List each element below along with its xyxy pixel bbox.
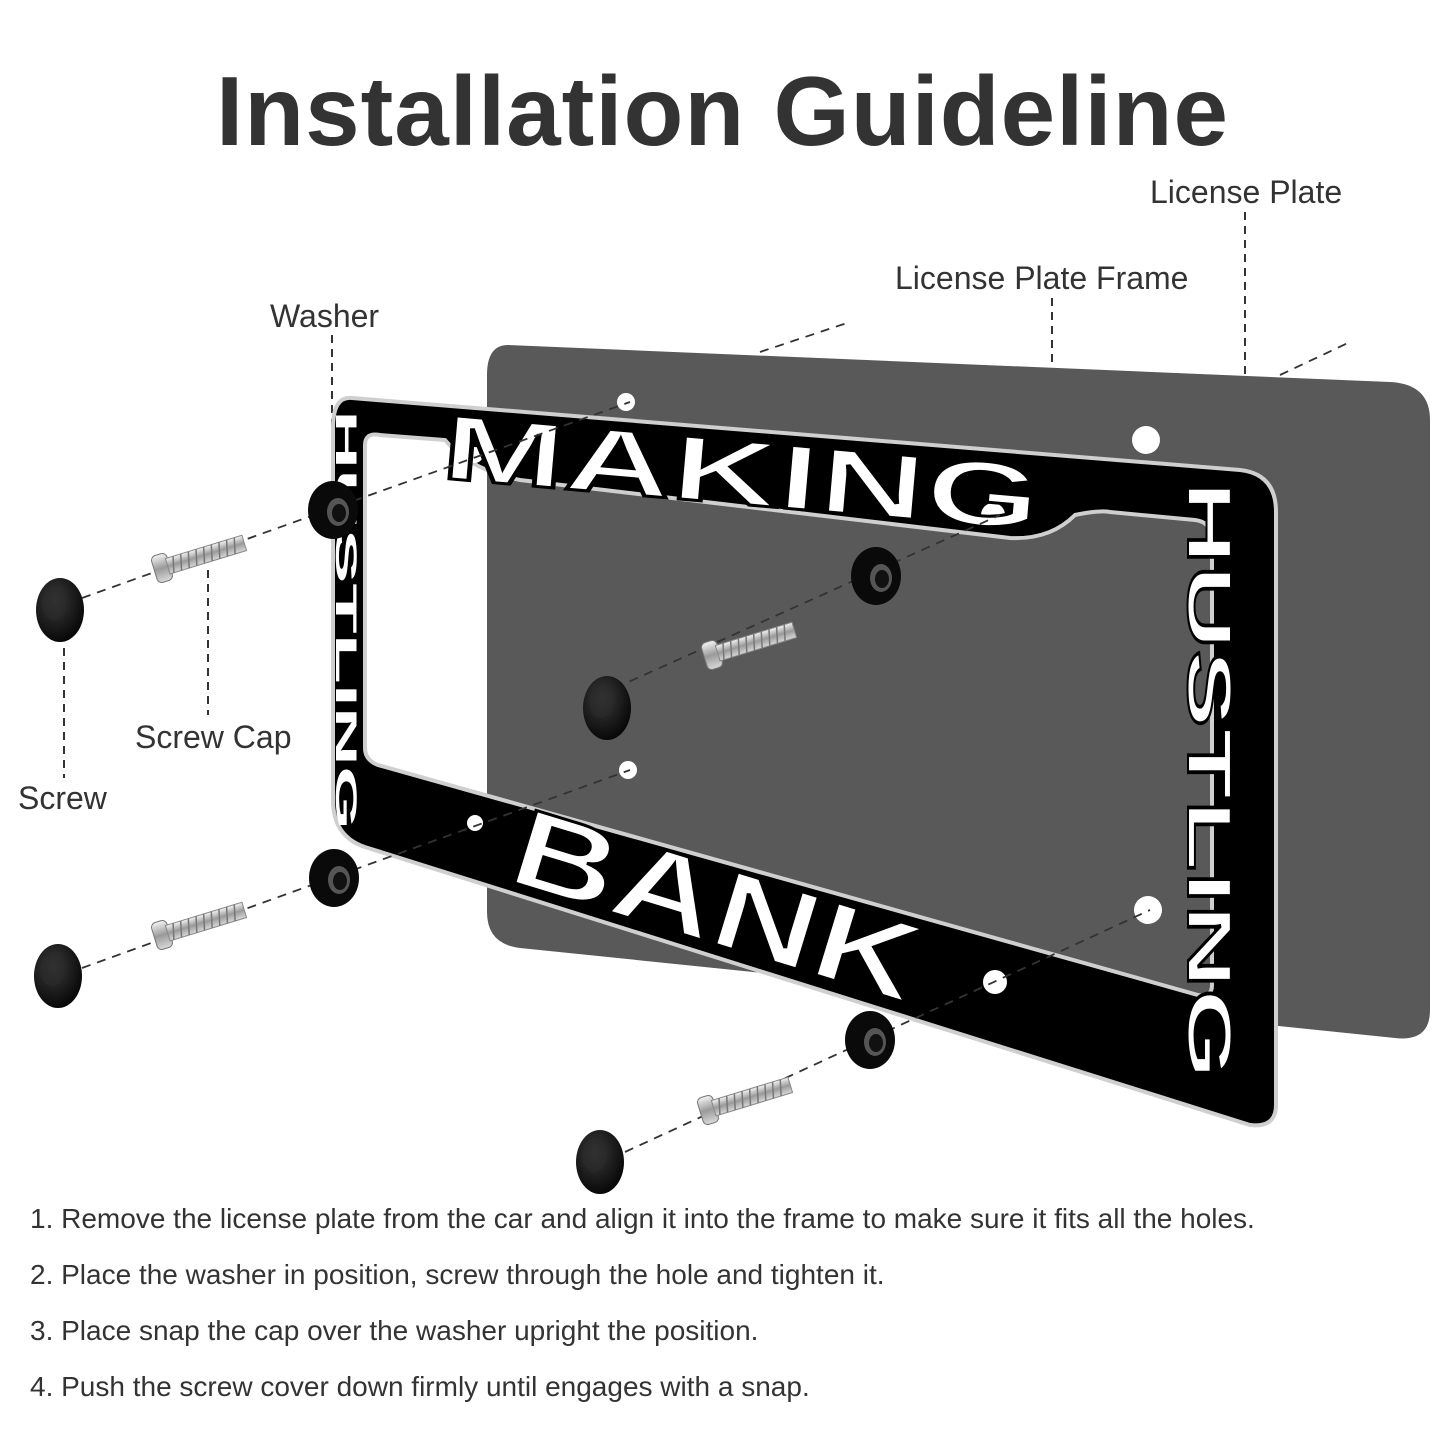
label-screw-cap: Screw Cap <box>135 719 292 755</box>
step-3: 3. Place snap the cap over the washer up… <box>30 1315 759 1346</box>
washer-icon <box>308 481 358 539</box>
hardware-bottom-left <box>34 849 359 1008</box>
page-title: Installation Guideline <box>215 56 1229 166</box>
washer-icon <box>851 547 901 605</box>
step-4: 4. Push the screw cover down firmly unti… <box>30 1371 810 1402</box>
washer-icon <box>309 849 359 907</box>
instruction-steps: 1. Remove the license plate from the car… <box>30 1200 1430 1424</box>
label-washer: Washer <box>270 298 380 334</box>
screw-cap-icon <box>34 944 82 1008</box>
frame-text-right: HUSTLING <box>1174 480 1243 1080</box>
screw-icon <box>149 895 250 952</box>
label-license-plate: License Plate <box>1150 174 1343 210</box>
screw-icon <box>695 1070 796 1127</box>
screw-cap-icon <box>583 676 631 740</box>
screw-cap-icon <box>36 578 84 642</box>
screw-icon <box>149 528 250 585</box>
label-license-plate-frame: License Plate Frame <box>895 260 1189 296</box>
step-1: 1. Remove the license plate from the car… <box>30 1203 1255 1234</box>
exploded-diagram: MAKING BANK HUSTLING HUSTLING <box>34 212 1430 1194</box>
hardware-top-left <box>36 481 358 642</box>
hardware-bottom-right <box>576 1011 895 1194</box>
label-screw: Screw <box>18 780 107 816</box>
frame-text-left: HUSTLING <box>329 410 362 830</box>
washer-icon <box>845 1011 895 1069</box>
screw-cap-icon <box>576 1130 624 1194</box>
step-2: 2. Place the washer in position, screw t… <box>30 1259 885 1290</box>
